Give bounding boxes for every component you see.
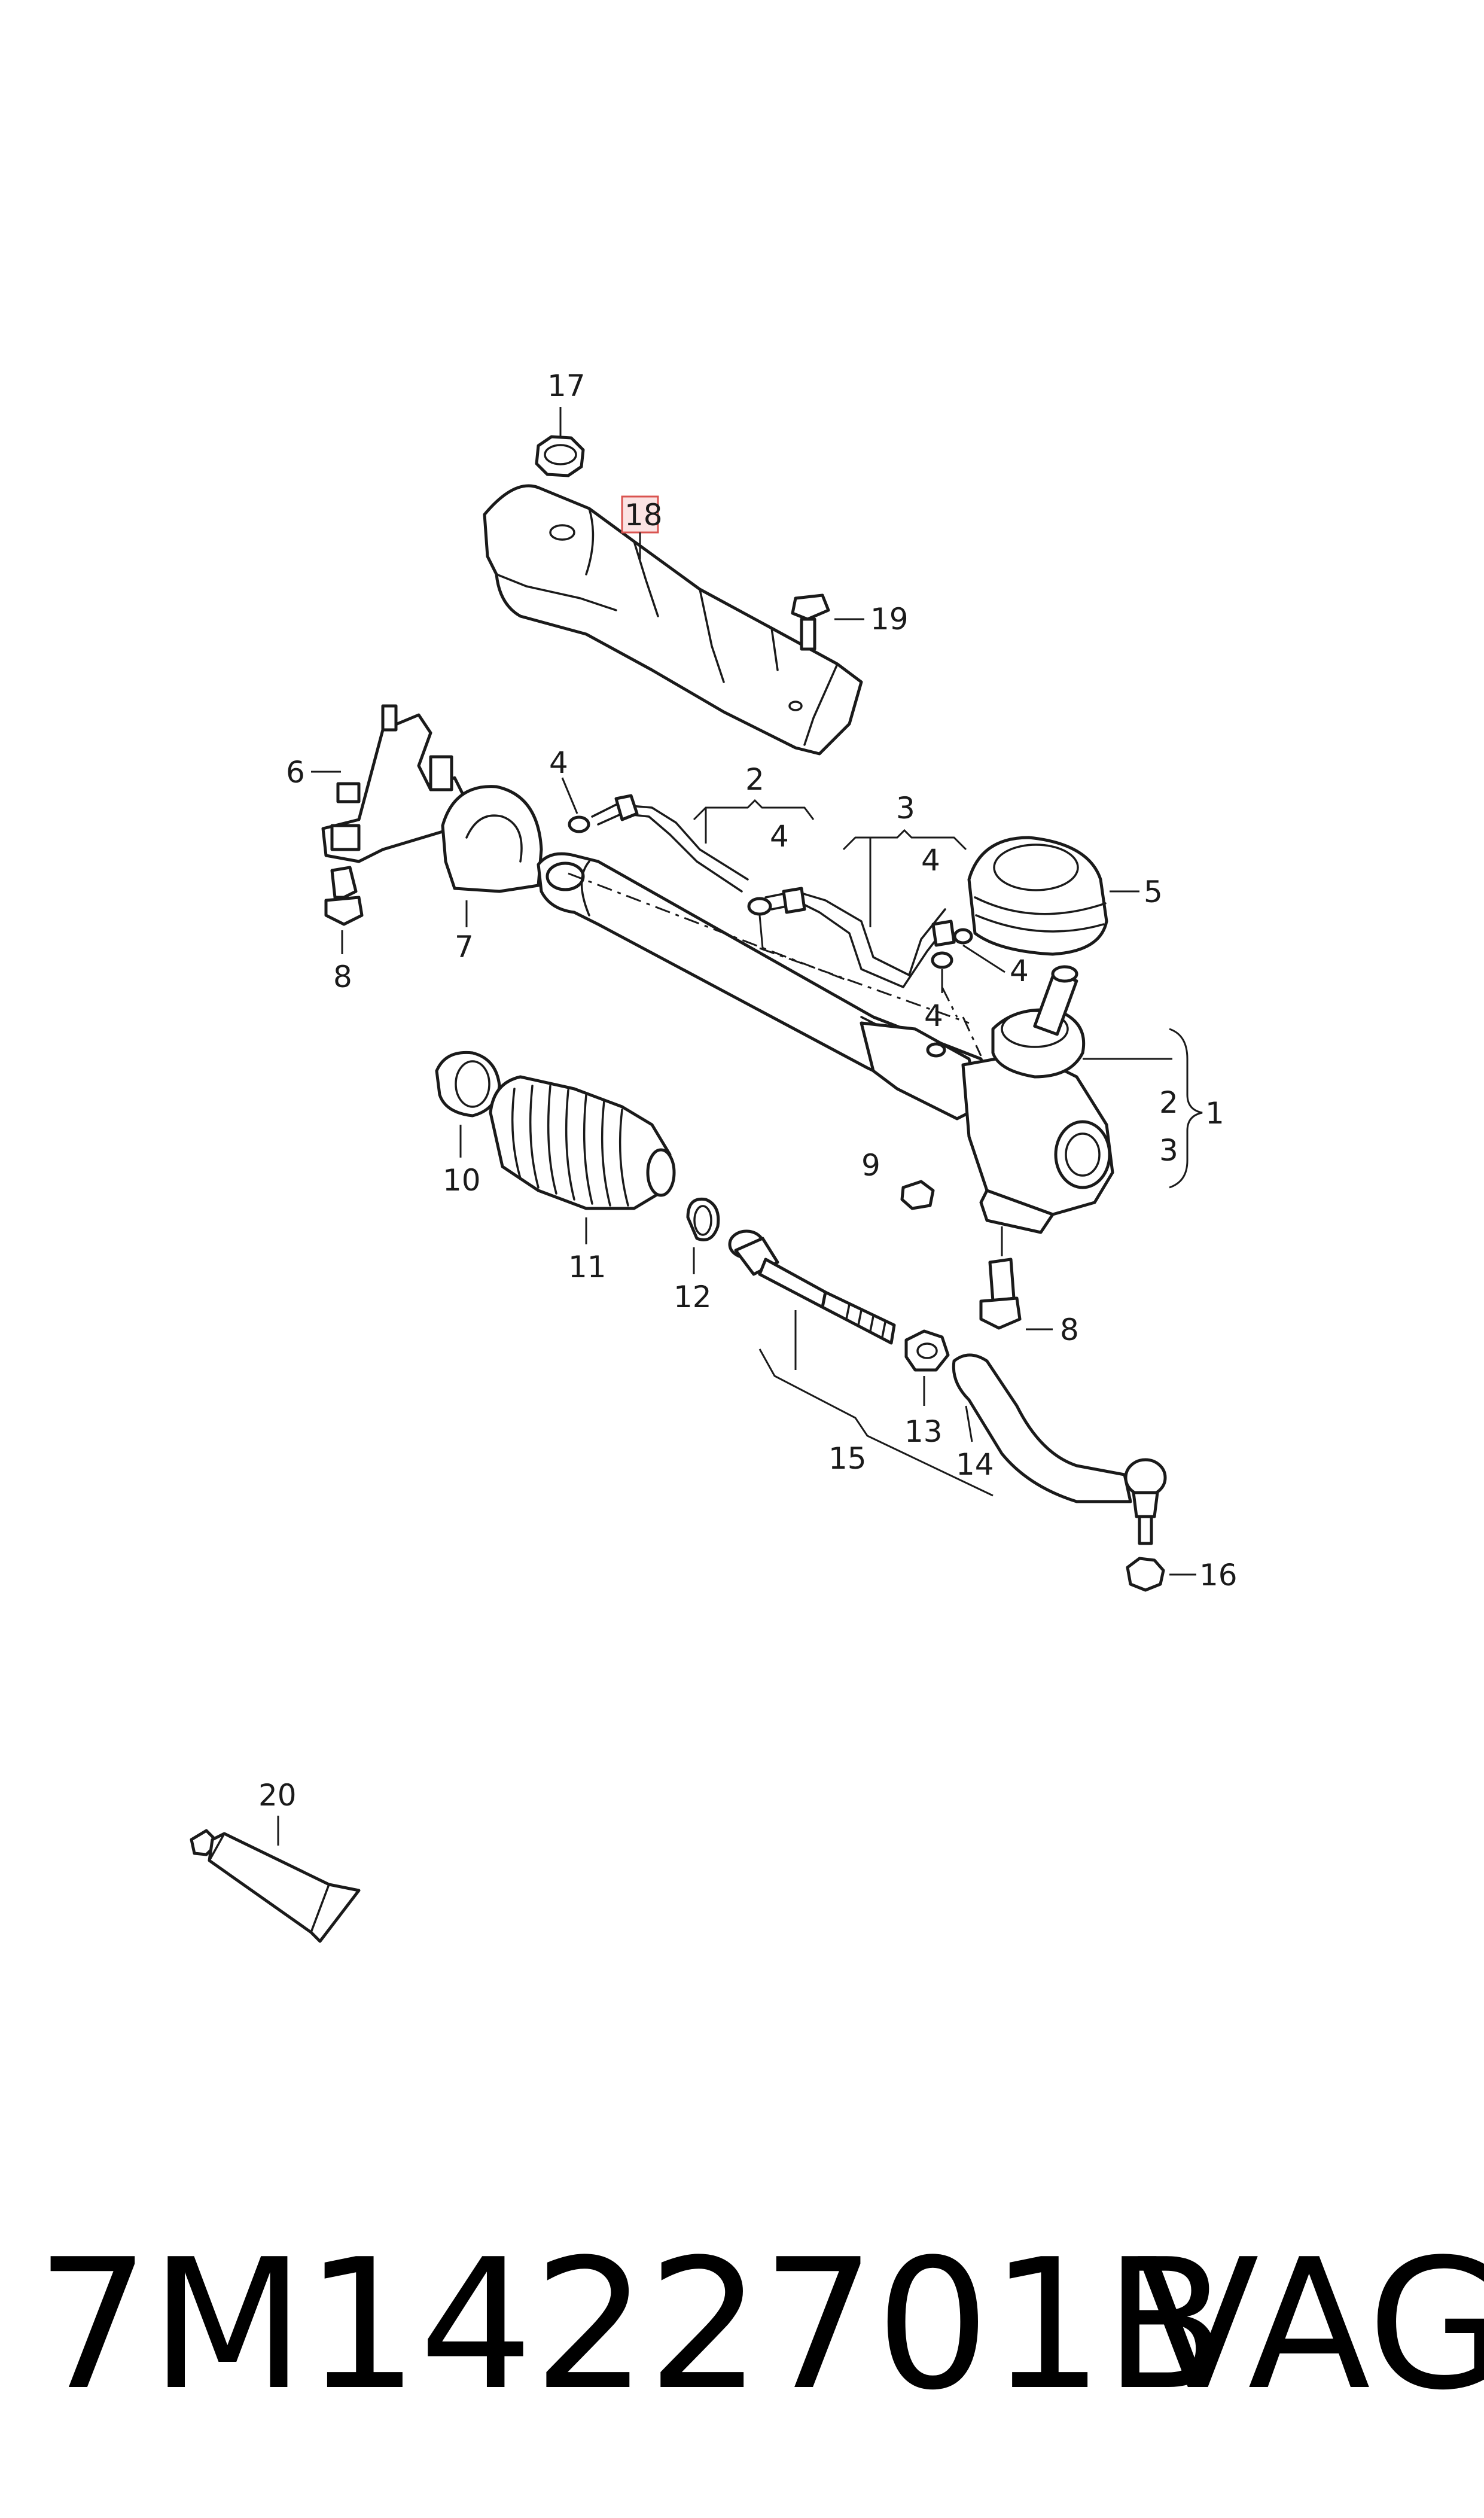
- leader-4-e: [962, 944, 1005, 973]
- callout-16: 16: [1199, 1558, 1238, 1593]
- part-8-bolt-right: [979, 1226, 1053, 1330]
- callout-18-box: [621, 495, 659, 534]
- bracket-2-3-1: [1169, 1028, 1203, 1189]
- callout-4-c: 4: [921, 843, 940, 878]
- callout-11: 11: [568, 1250, 607, 1284]
- leader-4-d: [758, 915, 764, 949]
- callout-3-top: 3: [896, 791, 915, 826]
- part-9-nut: [900, 1180, 935, 1210]
- callout-10: 10: [443, 1163, 481, 1198]
- part-17-nut: [535, 407, 585, 477]
- callout-20: 20: [258, 1778, 297, 1813]
- callout-4-f: 4: [924, 998, 943, 1033]
- callout-14: 14: [956, 1447, 994, 1482]
- part-2-3-hydraulic-lines: [591, 794, 973, 988]
- part-13-nut: [904, 1329, 950, 1406]
- callout-9: 9: [861, 1148, 880, 1183]
- bracket-2-4: [693, 799, 815, 844]
- callout-2-top: 2: [745, 762, 764, 797]
- callout-4-e: 4: [1010, 954, 1029, 988]
- part-11-bellows: [489, 1075, 676, 1244]
- part-18-heat-shield[interactable]: [483, 484, 863, 756]
- part-20-grease-tube: [190, 1816, 361, 1943]
- callout-17: 17: [547, 369, 586, 403]
- part-12-ring: [686, 1197, 720, 1274]
- part-14-tie-rod-end: [952, 1353, 1167, 1545]
- callout-3-right: 3: [1159, 1133, 1178, 1168]
- callout-6: 6: [286, 755, 305, 790]
- part-8-bolt-left: [324, 866, 364, 954]
- footer-part-number: 7M1422701B: [36, 2221, 1227, 2429]
- part-15-tie-rod: [728, 1229, 994, 1497]
- callout-2-right: 2: [1159, 1085, 1178, 1120]
- callout-5: 5: [1144, 875, 1163, 909]
- callout-13: 13: [904, 1414, 943, 1449]
- callout-19: 19: [870, 602, 909, 637]
- callout-15: 15: [828, 1441, 867, 1476]
- callout-4-b: 4: [770, 819, 789, 854]
- part-5-cover: [967, 836, 1139, 956]
- callout-18: 18: [624, 498, 663, 532]
- part-1-steering-rack: [537, 852, 1172, 1234]
- footer-brand: VAG: [1136, 2221, 1484, 2429]
- part-7-rubber-bush: [441, 785, 543, 927]
- bracket-3-4: [842, 829, 967, 927]
- callout-4-a: 4: [549, 745, 568, 780]
- part-4-seal-left: [561, 777, 590, 833]
- callout-7: 7: [455, 930, 474, 964]
- part-10-clamp: [435, 1051, 501, 1158]
- callout-8-right: 8: [1060, 1313, 1079, 1347]
- callout-8-left: 8: [333, 960, 352, 994]
- callout-1: 1: [1205, 1096, 1224, 1131]
- part-6-bracket: [311, 704, 468, 863]
- part-19-bolt: [791, 593, 864, 651]
- callout-12: 12: [674, 1280, 712, 1314]
- part-16-nut: [1126, 1557, 1196, 1592]
